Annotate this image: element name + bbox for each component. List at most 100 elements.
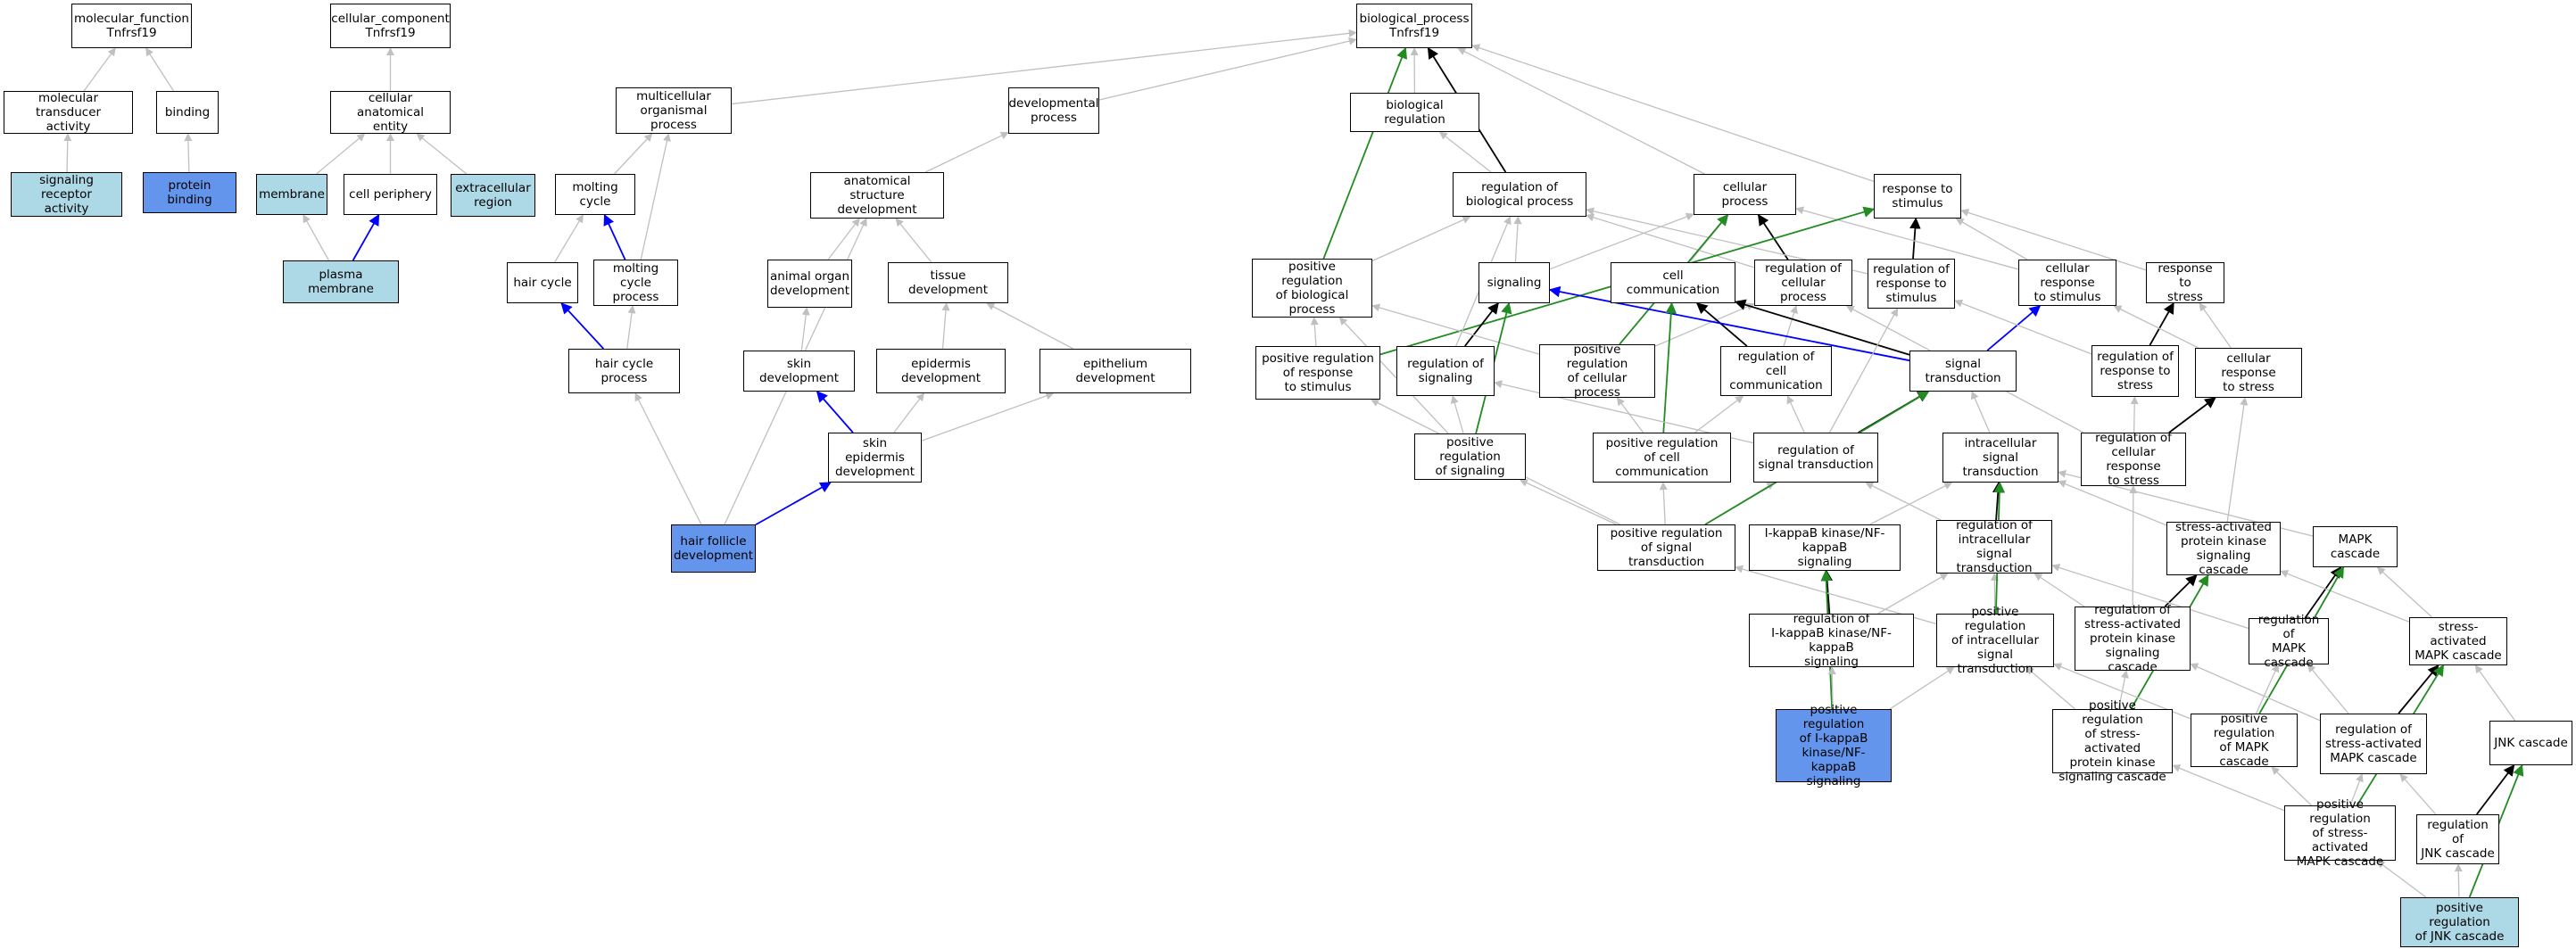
go-term-ist: intracellular signal transduction xyxy=(1942,433,2058,483)
edge-pb-to-binding xyxy=(184,133,193,173)
go-term-rrstr: regulation of response to stress xyxy=(2091,345,2179,397)
edge-aod-to-asd xyxy=(827,218,860,260)
go-term-prjnk: positive regulation of JNK cascade xyxy=(2400,897,2519,947)
edge-rcp-to-cellp xyxy=(1757,213,1789,260)
go-term-mcp: molting cycle process xyxy=(593,260,678,306)
edge-sapk-to-ist xyxy=(2058,480,2167,526)
go-term-pb: protein binding xyxy=(143,172,236,213)
go-term-rist: regulation of intracellular signal trans… xyxy=(1936,518,2052,575)
edge-rcp-to-robp xyxy=(1586,213,1755,268)
go-term-epid: epithelium development xyxy=(1040,349,1191,393)
edge-prcc-to-rcc xyxy=(1694,395,1744,433)
go-term-pm: plasma membrane xyxy=(283,260,399,303)
go-term-jnk: JNK cascade xyxy=(2489,721,2572,765)
edge-rrts-to-rts xyxy=(1909,217,1921,260)
edge-prcp-to-rcp xyxy=(1654,302,1755,347)
edge-devp-to-bp xyxy=(1098,37,1357,101)
edge-ikb-to-ist xyxy=(1869,482,1953,525)
edge-samapk-to-mapk xyxy=(2376,566,2433,618)
go-term-bp: biological_process Tnfrsf19 xyxy=(1356,4,1472,48)
go-term-cae: cellular anatomical entity xyxy=(330,91,451,134)
edge-rist-to-rst xyxy=(1865,482,1942,521)
edge-rsamapk-to-rsapk xyxy=(2190,663,2321,722)
go-term-membrane: membrane xyxy=(256,174,327,215)
edge-crts-to-rts xyxy=(1955,218,2028,260)
edge-td-to-asd xyxy=(895,218,932,263)
edge-prst-to-prcc xyxy=(1659,482,1668,525)
go-term-hc: hair cycle xyxy=(507,262,578,303)
go-term-prist: positive regulation of intracellular sig… xyxy=(1936,605,2054,676)
go-term-breg: biological regulation xyxy=(1350,93,1479,132)
edge-sed-to-skd xyxy=(816,391,854,433)
edge-membrane-to-cae xyxy=(316,133,366,175)
go-term-prcc: positive regulation of cell communicatio… xyxy=(1593,433,1731,483)
edge-rsig-to-sig xyxy=(1464,302,1499,347)
edge-rst-to-rcc xyxy=(1786,395,1805,433)
edge-prikb-to-rikb xyxy=(1827,666,1836,710)
edge-prsamapk-to-prsapk xyxy=(2172,764,2285,812)
edge-pm-to-cp xyxy=(352,213,380,261)
go-term-cc: cellular_component Tnfrsf19 xyxy=(330,4,451,48)
go-term-robp: regulation of biological process xyxy=(1453,172,1586,217)
edge-skd-to-aod xyxy=(800,307,810,351)
edge-asd-to-devp xyxy=(924,131,1009,173)
go-term-mf: molecular_function Tnfrsf19 xyxy=(71,4,192,48)
go-term-rikb: regulation of I-kappaB kinase/NF-kappaB … xyxy=(1749,612,1914,669)
edge-prikb-to-prist xyxy=(1889,666,1955,710)
edge-prjnk-to-prsamapk xyxy=(2376,860,2427,898)
go-term-crts: cellular response to stimulus xyxy=(2018,260,2116,306)
edge-cellp-to-bp xyxy=(1457,47,1705,175)
edge-mcp-to-mc xyxy=(603,213,626,260)
go-term-prsamapk: positive regulation of stress-activated … xyxy=(2284,797,2396,869)
go-term-mc: molting cycle xyxy=(555,174,635,215)
go-term-binding: binding xyxy=(156,91,219,134)
edge-rikb-to-rist xyxy=(1877,573,1949,615)
go-term-st: signal transduction xyxy=(1909,351,2017,392)
go-term-rcrs: regulation of cellular response to stres… xyxy=(2081,431,2186,488)
edge-rmapk-to-rist xyxy=(2051,564,2249,630)
go-term-rsamapk: regulation of stress-activated MAPK casc… xyxy=(2320,714,2427,774)
edge-rcc-to-rcp xyxy=(1783,305,1798,347)
go-term-rcc: regulation of cell communication xyxy=(1720,346,1832,396)
edge-ist-to-st xyxy=(1971,391,1991,433)
edge-rst-to-rrts xyxy=(1828,308,1899,433)
edge-mc-to-mop xyxy=(614,133,653,175)
go-term-asd: anatomical structure development xyxy=(810,172,944,219)
edge-rsamapk-to-rmapk xyxy=(2307,664,2349,714)
go-term-sed: skin epidermis development xyxy=(828,433,922,483)
go-term-prrts: positive regulation of response to stimu… xyxy=(1255,346,1380,400)
go-term-cellp: cellular process xyxy=(1694,174,1796,215)
go-term-mop: multicellular organismal process xyxy=(616,87,732,134)
edge-hc-to-mc xyxy=(554,214,584,263)
edge-rjnk-to-jnk xyxy=(2476,763,2515,815)
go-term-crstr: cellular response to stress xyxy=(2195,348,2302,398)
edge-prbp-to-robp xyxy=(1371,216,1471,262)
edge-samapk-to-sapk xyxy=(2280,570,2410,623)
go-term-sig: signaling xyxy=(1479,262,1550,303)
go-term-prbp: positive regulation of biological proces… xyxy=(1252,259,1372,318)
go-term-rtstr: response to stress xyxy=(2146,261,2224,304)
edge-prcp-to-prbp xyxy=(1371,303,1540,355)
edge-st-to-crts xyxy=(1986,305,2042,351)
edge-prsig-to-rsig xyxy=(1450,395,1464,434)
edge-prcc-to-prcp xyxy=(1616,397,1644,433)
go-term-rsapk: regulation of stress-activated protein k… xyxy=(2075,603,2191,674)
edge-sapk-to-crstr xyxy=(2226,397,2249,523)
edge-st-to-ccomm xyxy=(1734,299,1910,356)
edge-prbp-to-bp xyxy=(1322,46,1408,260)
go-term-mapk: MAPK cascade xyxy=(2313,526,2398,567)
go-term-sapk: stress-activated protein kinase signalin… xyxy=(2166,520,2281,577)
edge-hfd-to-hcp xyxy=(634,392,702,525)
edge-prmapk-to-rmapk xyxy=(2255,664,2280,714)
edge-sed-to-epid xyxy=(921,392,1055,441)
edge-prst-to-prsig xyxy=(1519,479,1617,525)
go-term-rjnk: regulation of JNK cascade xyxy=(2416,814,2499,864)
go-term-rrts: regulation of response to stimulus xyxy=(1868,259,1955,309)
edge-hcp-to-hc xyxy=(560,302,605,350)
edge-epid-to-td xyxy=(986,302,1073,350)
go-term-mta: molecular transducer activity xyxy=(4,91,133,134)
go-term-ikb: I-kappaB kinase/NF-kappaB signaling xyxy=(1749,524,1901,571)
edge-crstr-to-crts xyxy=(2113,305,2199,349)
go-term-rst: regulation of signal transduction xyxy=(1753,433,1878,483)
